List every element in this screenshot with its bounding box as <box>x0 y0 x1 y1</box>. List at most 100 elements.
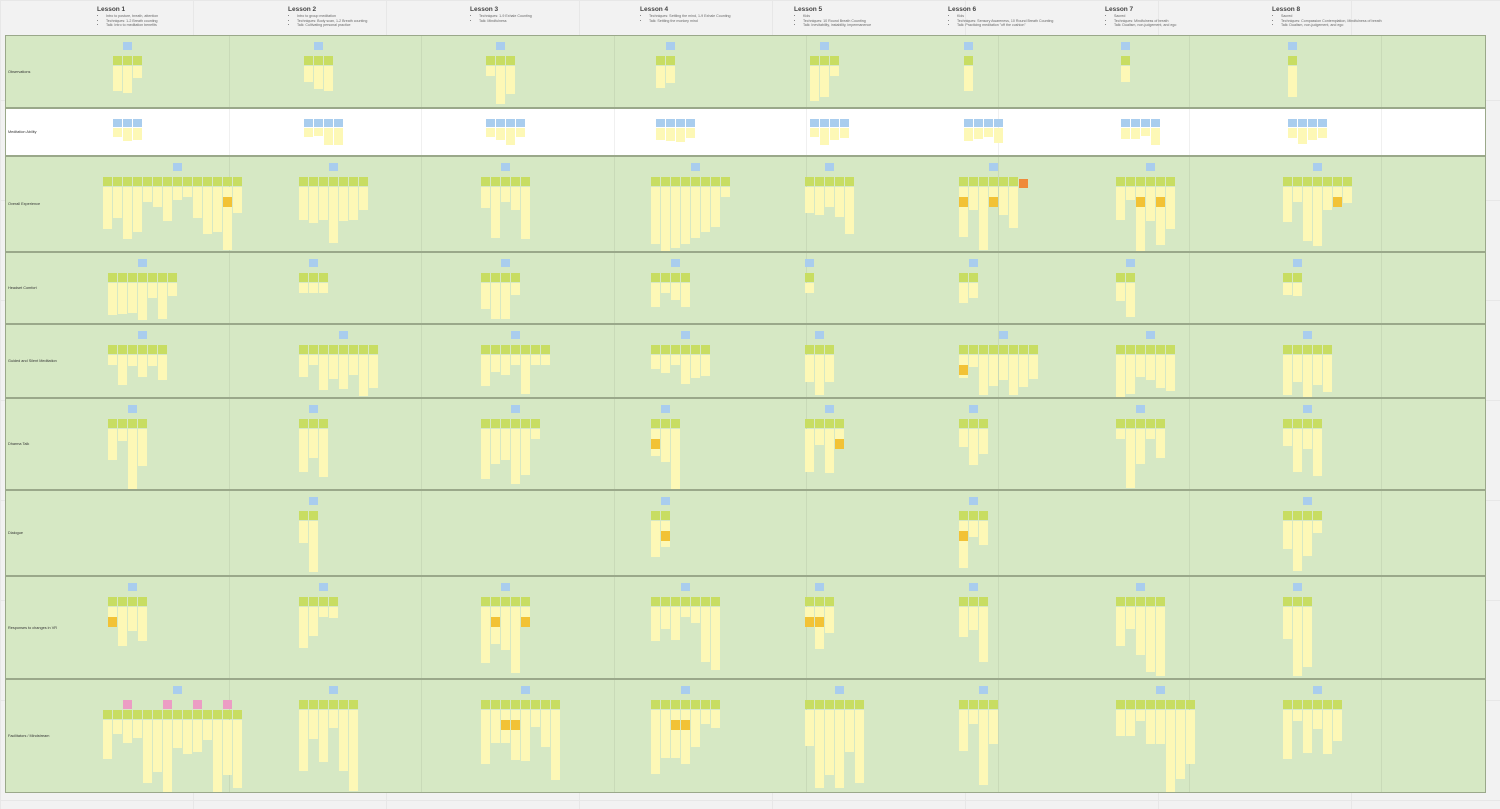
sticky-note[interactable] <box>1146 700 1155 709</box>
sticky-note[interactable] <box>541 710 550 747</box>
sticky-note[interactable] <box>541 355 550 365</box>
lesson-column-header[interactable]: Lesson 5KidsTechniques: 10 Round Breath … <box>794 6 964 28</box>
sticky-note[interactable] <box>805 597 814 606</box>
sticky-note[interactable] <box>486 56 495 65</box>
sticky-note[interactable] <box>820 66 829 97</box>
sticky-note[interactable] <box>339 187 348 221</box>
sticky-note[interactable] <box>1116 273 1125 282</box>
sticky-note[interactable] <box>118 273 127 282</box>
sticky-note[interactable] <box>1151 128 1160 145</box>
sticky-note[interactable] <box>233 710 242 719</box>
sticky-note[interactable] <box>1283 700 1292 709</box>
sticky-note[interactable] <box>959 700 968 709</box>
sticky-note[interactable] <box>359 355 368 396</box>
sticky-note[interactable] <box>309 177 318 186</box>
sticky-note[interactable] <box>213 710 222 719</box>
sticky-note[interactable] <box>840 119 849 127</box>
sticky-note[interactable] <box>128 607 137 631</box>
sticky-note[interactable] <box>835 439 844 449</box>
sticky-note[interactable] <box>1146 355 1155 380</box>
sticky-note[interactable] <box>1136 405 1145 413</box>
sticky-note[interactable] <box>1136 429 1145 464</box>
sticky-note[interactable] <box>969 497 978 505</box>
sticky-note[interactable] <box>511 273 520 282</box>
sticky-note[interactable] <box>959 511 968 520</box>
sticky-note[interactable] <box>805 283 814 293</box>
sticky-note[interactable] <box>1303 511 1312 520</box>
sticky-note[interactable] <box>964 119 973 127</box>
sticky-note[interactable] <box>1136 700 1145 709</box>
sticky-note[interactable] <box>1156 187 1165 245</box>
sticky-note[interactable] <box>959 273 968 282</box>
sticky-note[interactable] <box>805 273 814 282</box>
sticky-note[interactable] <box>855 700 864 709</box>
sticky-note[interactable] <box>691 177 700 186</box>
sticky-note[interactable] <box>138 331 147 339</box>
sticky-note[interactable] <box>183 187 192 197</box>
sticky-note[interactable] <box>319 429 328 477</box>
sticky-note[interactable] <box>711 177 720 186</box>
sticky-note[interactable] <box>309 405 318 413</box>
sticky-note[interactable] <box>805 259 814 267</box>
sticky-note[interactable] <box>979 597 988 606</box>
sticky-note[interactable] <box>671 429 680 489</box>
sticky-note[interactable] <box>531 419 540 428</box>
sticky-note[interactable] <box>481 419 490 428</box>
sticky-note[interactable] <box>661 355 670 373</box>
sticky-note[interactable] <box>656 56 665 65</box>
sticky-note[interactable] <box>1283 710 1292 759</box>
sticky-note[interactable] <box>496 66 505 104</box>
sticky-note[interactable] <box>815 419 824 428</box>
sticky-note[interactable] <box>661 497 670 505</box>
sticky-note[interactable] <box>108 419 117 428</box>
sticky-note[interactable] <box>203 177 212 186</box>
sticky-note[interactable] <box>835 429 844 446</box>
sticky-note[interactable] <box>133 177 142 186</box>
sticky-note[interactable] <box>661 511 670 520</box>
sticky-note[interactable] <box>491 419 500 428</box>
sticky-note[interactable] <box>671 259 680 267</box>
sticky-note[interactable] <box>521 419 530 428</box>
sticky-note[interactable] <box>299 177 308 186</box>
sticky-note[interactable] <box>651 187 660 244</box>
sticky-note[interactable] <box>815 583 824 591</box>
sticky-note[interactable] <box>314 128 323 136</box>
sticky-note[interactable] <box>681 273 690 282</box>
sticky-note[interactable] <box>481 177 490 186</box>
sticky-note[interactable] <box>815 331 824 339</box>
sticky-note[interactable] <box>969 259 978 267</box>
sticky-note[interactable] <box>501 177 510 186</box>
sticky-note[interactable] <box>329 686 338 694</box>
sticky-note[interactable] <box>133 119 142 127</box>
sticky-note[interactable] <box>1126 429 1135 488</box>
sticky-note[interactable] <box>1116 283 1125 301</box>
sticky-note[interactable] <box>994 128 1003 143</box>
sticky-note[interactable] <box>319 273 328 282</box>
sticky-note[interactable] <box>835 187 844 217</box>
sticky-note[interactable] <box>969 273 978 282</box>
sticky-note[interactable] <box>661 700 670 709</box>
sticky-note[interactable] <box>1146 597 1155 606</box>
sticky-note[interactable] <box>671 177 680 186</box>
sticky-note[interactable] <box>233 720 242 788</box>
lesson-column-header[interactable]: Lesson 1Intro to posture, breath, attent… <box>97 6 267 28</box>
sticky-note[interactable] <box>691 345 700 354</box>
sticky-note[interactable] <box>1303 405 1312 413</box>
sticky-note[interactable] <box>825 419 834 428</box>
sticky-note[interactable] <box>551 710 560 780</box>
sticky-note[interactable] <box>1303 429 1312 449</box>
sticky-note[interactable] <box>1116 607 1125 646</box>
sticky-note[interactable] <box>661 273 670 282</box>
sticky-note[interactable] <box>511 283 520 295</box>
sticky-note[interactable] <box>324 119 333 127</box>
sticky-note[interactable] <box>1343 177 1352 186</box>
sticky-note[interactable] <box>959 521 968 568</box>
sticky-note[interactable] <box>1116 597 1125 606</box>
sticky-note[interactable] <box>203 187 212 234</box>
sticky-note[interactable] <box>979 429 988 454</box>
sticky-note[interactable] <box>324 128 333 145</box>
sticky-note[interactable] <box>681 355 690 384</box>
sticky-note[interactable] <box>1019 179 1028 188</box>
sticky-note[interactable] <box>223 720 232 775</box>
sticky-note[interactable] <box>1323 187 1332 210</box>
